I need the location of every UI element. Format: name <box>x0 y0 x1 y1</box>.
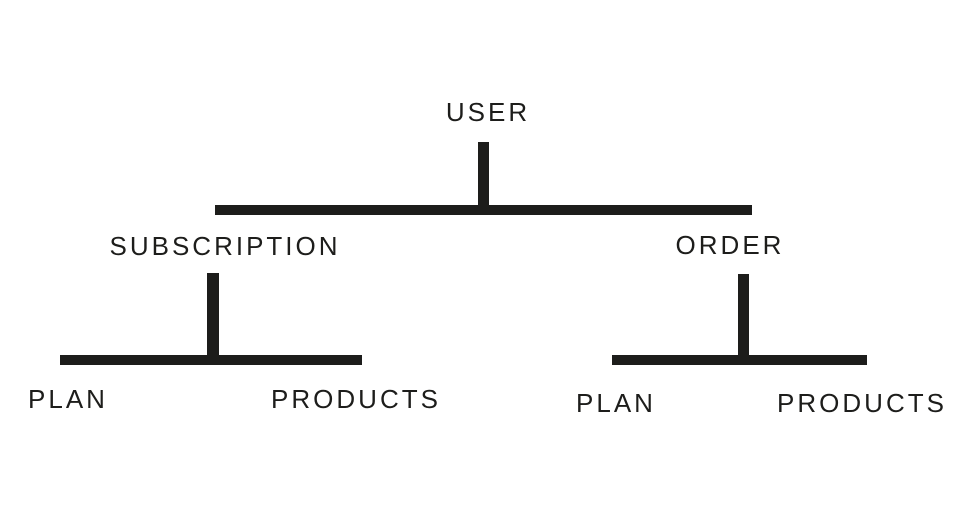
connector-order-crossbar <box>612 355 867 365</box>
connector-subscription-crossbar <box>60 355 362 365</box>
connector-user-stem <box>478 142 489 215</box>
tree-node-order-plan: PLAN <box>576 388 656 418</box>
tree-node-subscription-plan: PLAN <box>28 384 108 414</box>
connector-subscription-stem <box>207 273 219 365</box>
tree-node-user: USER <box>445 97 531 127</box>
tree-node-order-products: PRODUCTS <box>777 388 947 418</box>
tree-node-subscription: SUBSCRIPTION <box>109 231 341 261</box>
connector-order-stem <box>738 274 749 365</box>
tree-node-order: ORDER <box>675 230 785 260</box>
tree-node-subscription-products: PRODUCTS <box>271 384 441 414</box>
connector-user-crossbar <box>215 205 752 215</box>
